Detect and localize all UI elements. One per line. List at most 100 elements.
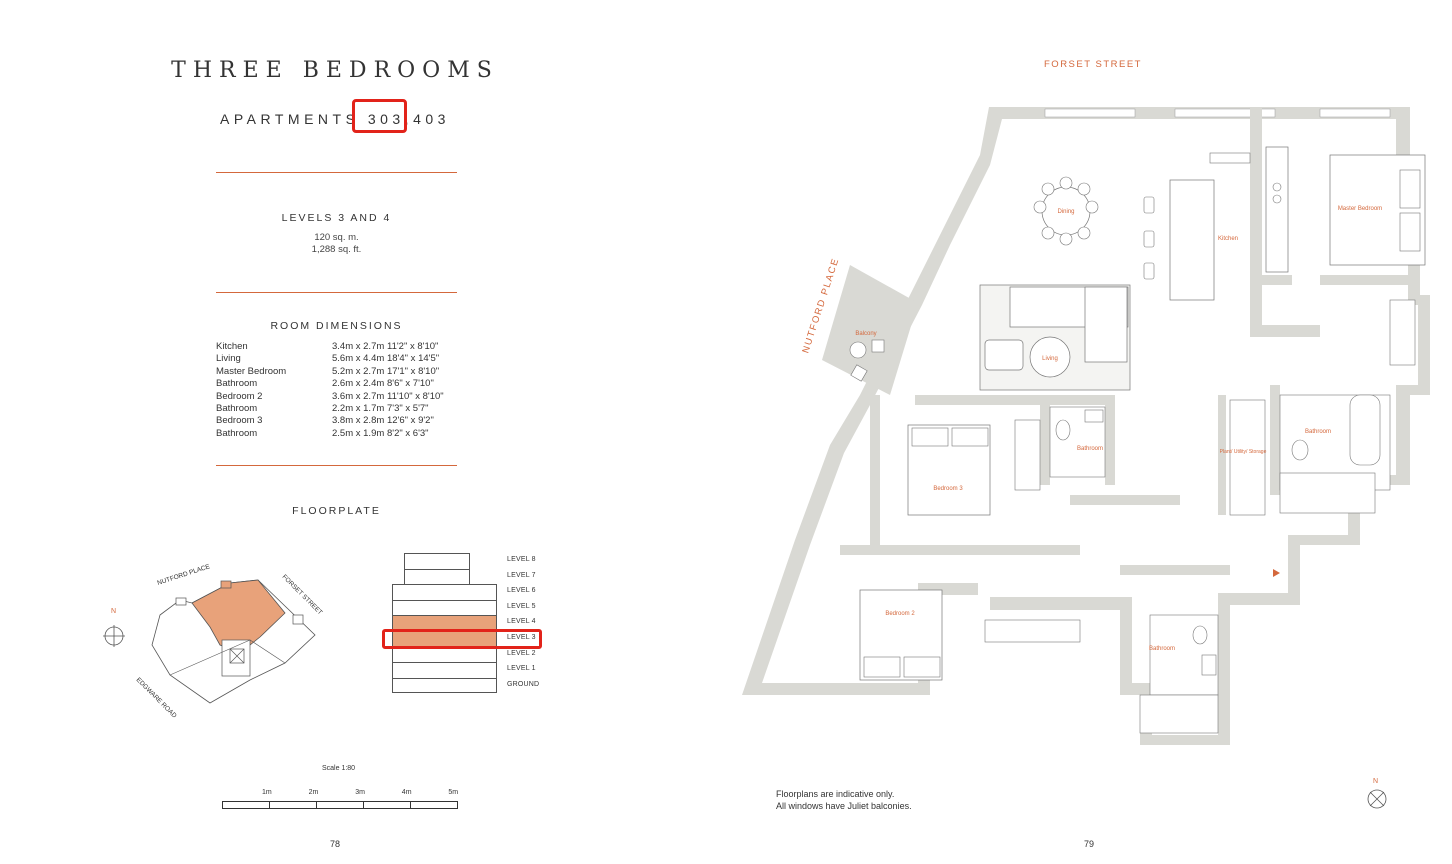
room-name: Bathroom [216, 403, 258, 415]
note-line-1: Floorplans are indicative only. [776, 789, 895, 799]
level-bar [392, 677, 497, 694]
room-name: Bedroom 3 [216, 415, 263, 427]
divider-rule [216, 465, 457, 466]
room-metric: 3.6m x 2.7m [332, 390, 385, 402]
room-label-bathroom-3: Bathroom [1149, 646, 1175, 652]
nutford-place-label: NUTFORD PLACE [156, 563, 211, 587]
edgware-road-label: EDGWARE ROAD [135, 676, 178, 719]
scale-mark: 3m [355, 789, 365, 796]
street-label-forset: FORSET STREET [1044, 59, 1142, 70]
level-row: LEVEL 1 [392, 662, 552, 678]
level-row: LEVEL 5 [392, 599, 552, 616]
room-label-dining: Dining [1057, 209, 1074, 215]
interior-walls [840, 107, 1410, 575]
room-label-bathroom-2: Bathroom [1305, 429, 1331, 435]
room-name: Bedroom 2 [216, 390, 263, 402]
scale-mark: 4m [401, 789, 412, 796]
dining-table [1033, 176, 1099, 246]
divider-rule [216, 292, 457, 293]
floorplan-note: Floorplans are indicative only. All wind… [776, 788, 912, 812]
level-bar [392, 615, 497, 631]
floorplate-map: N NUTFORD PLACE FORSET STREET EDGWARE RO… [103, 563, 324, 720]
level-bar [392, 584, 497, 600]
level-row: GROUND [392, 677, 552, 694]
room-name: Master Bedroom [216, 365, 287, 377]
apartment-highlight-area [191, 579, 286, 654]
room-label-bedroom3: Bedroom 3 [933, 486, 963, 492]
room-metric: 5.6m x 4.4m [332, 353, 385, 365]
left-page: THREE BEDROOMS APARTMENTS 303,403 LEVELS… [103, 58, 552, 849]
right-page: FORSET STREET NUTFORD PLACE [726, 0, 1452, 864]
area-sqm: 120 sq. m. [314, 232, 359, 243]
north-label: N [111, 608, 116, 615]
room-imperial: 18'4" x 14'5" [387, 353, 440, 365]
room-label-plant: Plant/ Utility/ Storage [1220, 449, 1267, 455]
room-imperial: 11'10" x 8'10" [387, 390, 444, 402]
page-title: THREE BEDROOMS [171, 58, 499, 83]
page-number-right: 79 [1084, 839, 1095, 849]
room-metric: 3.4m x 2.7m [332, 341, 385, 352]
level-label: LEVEL 8 [507, 556, 536, 563]
room-label-master: Master Bedroom [1338, 206, 1382, 212]
room-metric: 2.6m x 2.4m [332, 378, 385, 390]
level-row: LEVEL 7 [392, 568, 552, 585]
north-compass-icon: N [1367, 778, 1387, 809]
room-imperial: 11'2" x 8'10" [387, 341, 439, 352]
page-number-left: 78 [330, 839, 341, 849]
entrance-marker-icon [1273, 569, 1280, 577]
room-name: Living [216, 353, 241, 365]
room-label-bedroom2: Bedroom 2 [885, 611, 915, 617]
room-imperial: 8'2" x 6'3" [387, 427, 429, 439]
levels-heading: LEVELS 3 AND 4 [281, 212, 392, 224]
room-name: Bathroom [216, 427, 258, 439]
room-label-bathroom-1: Bathroom [1077, 446, 1103, 452]
level-highlight-box [382, 629, 542, 649]
room-imperial: 7'3" x 5'7" [387, 403, 429, 415]
floorplate-heading: FLOORPLATE [292, 505, 381, 517]
level-label: LEVEL 3 [507, 633, 536, 641]
divider-rule [216, 172, 457, 173]
level-bar [392, 662, 497, 678]
balcony-area [822, 265, 918, 395]
kitchen-island [1169, 179, 1215, 301]
scale-label: Scale 1:80 [322, 765, 356, 772]
room-label-kitchen: Kitchen [1218, 236, 1238, 242]
level-bar [392, 599, 497, 616]
room-name: Kitchen [216, 341, 248, 352]
level-label: LEVEL 4 [507, 618, 536, 626]
north-compass-icon: N [103, 608, 125, 647]
level-label: LEVEL 5 [507, 602, 536, 610]
apartment-highlight-box [352, 99, 407, 133]
area-sqft: 1,288 sq. ft. [311, 244, 362, 255]
level-label: LEVEL 6 [507, 587, 536, 595]
room-imperial: 12'6" x 9'2" [387, 415, 434, 427]
scale-mark: 2m [308, 789, 319, 796]
scale-mark: 1m [262, 789, 272, 796]
apartments-subtitle: APARTMENTS 303,403 [220, 111, 450, 127]
scale-bar [222, 801, 458, 809]
room-metric: 5.2m x 2.7m [332, 365, 385, 377]
level-stack: LEVEL 8 LEVEL 7 LEVEL 6 LEVEL 5 LEVEL 4 LEVEL… [392, 553, 552, 694]
level-row: LEVEL 6 [392, 584, 552, 600]
level-label: LEVEL 2 [507, 649, 536, 657]
level-label: GROUND [507, 680, 540, 688]
level-label: LEVEL 1 [507, 665, 536, 673]
scale-mark: 5m [448, 789, 459, 796]
level-label: LEVEL 7 [507, 571, 536, 579]
apartment-floorplan: Dining Kitchen Master Bedroom Living Bal… [742, 107, 1430, 745]
room-label-living: Living [1042, 356, 1058, 362]
room-metric: 3.8m x 2.8m [332, 415, 385, 427]
room-imperial: 17'1" x 8'10" [387, 365, 440, 377]
level-row: LEVEL 8 [392, 553, 552, 569]
level-bar [404, 553, 470, 569]
level-bar [404, 568, 470, 585]
room-imperial: 8'6" x 7'10" [387, 378, 434, 390]
